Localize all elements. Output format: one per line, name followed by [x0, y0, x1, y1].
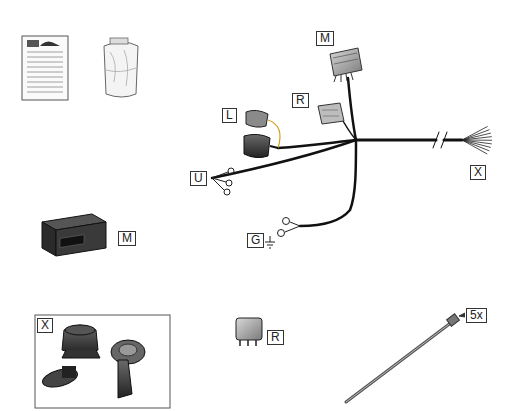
harness-connector [330, 48, 362, 82]
vehicle-plug [244, 110, 280, 157]
ring-terminals [212, 168, 234, 195]
control-module [42, 214, 106, 256]
cable-tie [346, 313, 465, 402]
parts-bag [104, 38, 138, 97]
relay [236, 318, 262, 346]
callout-letter: L [222, 108, 237, 123]
callout-letter: R [292, 93, 309, 108]
callout-letter: R [267, 330, 284, 345]
instruction-sheet [22, 36, 68, 100]
callout-letter: M [118, 231, 136, 246]
ground-terminals [278, 218, 301, 237]
ground-symbol [265, 236, 275, 248]
relay-socket [318, 103, 344, 124]
socket-kit [35, 315, 170, 408]
wiring-harness [212, 78, 462, 226]
callout-letter: M [316, 31, 334, 46]
wire-ends [462, 126, 492, 154]
callout-letter: X [470, 165, 486, 180]
callout-letter: U [190, 171, 207, 186]
callout-letter: X [37, 318, 53, 333]
quantity-flag: 5x [466, 308, 487, 323]
callout-letter: G [247, 233, 264, 248]
